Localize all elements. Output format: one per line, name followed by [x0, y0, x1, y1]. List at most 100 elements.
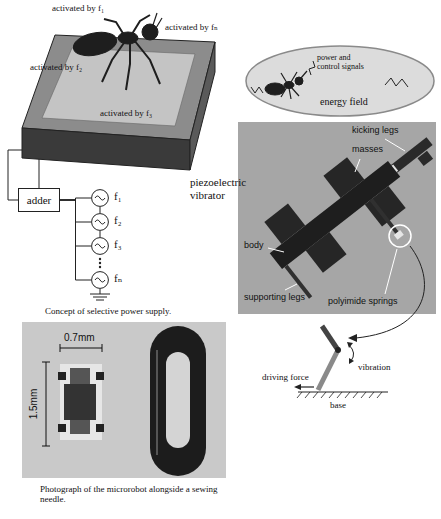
dot [99, 266, 101, 268]
robot-body [64, 384, 96, 420]
plate-side [190, 42, 215, 170]
ant-leg [126, 42, 130, 90]
oscillator-circle [92, 272, 109, 289]
dimension-line [42, 362, 50, 446]
part-label: body [244, 240, 264, 250]
ant-leg [132, 15, 150, 34]
ant-legs [102, 13, 162, 90]
robot-structure [253, 122, 436, 307]
part-label: activated by f₃ [100, 108, 152, 118]
sine-symbol [95, 244, 105, 248]
part-label: activated by f₁ [52, 3, 104, 13]
leg-upper [322, 326, 338, 350]
leader-lines [268, 139, 405, 294]
sine-symbol [95, 278, 105, 282]
part-label: supporting legs [244, 292, 305, 302]
arrowhead [347, 342, 353, 348]
block-label: adder [27, 194, 51, 207]
spring [394, 230, 404, 240]
curved-arrow [356, 246, 424, 338]
microrobot [58, 364, 104, 440]
kicking-leg [391, 137, 433, 173]
plate-front [22, 128, 190, 170]
signal-zigzag [251, 87, 263, 93]
ant-leg [291, 87, 299, 96]
plate-inner [42, 48, 195, 126]
dimension-line [60, 344, 102, 352]
arrowhead [348, 334, 357, 342]
ant-antenna [156, 18, 162, 28]
photo-ground [238, 122, 436, 314]
mass-block [306, 232, 347, 273]
figure-caption: Photograph of the microrobot alongside a… [40, 484, 220, 505]
mass-block [323, 157, 364, 198]
signal-wire [60, 200, 91, 280]
ant-leg [102, 40, 126, 82]
ant-abdomen [265, 83, 285, 95]
robot-part [70, 420, 90, 434]
ground-symbol [90, 294, 110, 300]
part-label: kicking legs [352, 125, 399, 135]
needle-photo [22, 322, 226, 478]
ant-leg [291, 72, 297, 82]
oscillator-circle [92, 238, 109, 255]
oscillator-outline [91, 213, 109, 231]
signal-note: power and control signals [317, 53, 375, 71]
leg-diagram [294, 246, 424, 398]
oscillator-outline [91, 237, 109, 255]
oscillator-symbol: f₃ [91, 237, 109, 255]
ant-abdomen [71, 29, 119, 60]
oscillator-circle [92, 190, 109, 207]
arrowhead [349, 358, 354, 364]
dimension-label: 0.7mm [64, 332, 95, 344]
signal-zigzag [309, 61, 315, 75]
field-label: energy field [320, 96, 368, 108]
plate-top [22, 35, 215, 140]
leader-line [268, 248, 284, 252]
ant-leg [104, 19, 124, 35]
oscillator-outline [91, 271, 109, 289]
photo-ground [22, 322, 226, 478]
supporting-leg [370, 198, 400, 234]
ant-figure [71, 13, 162, 90]
robot-frame [60, 364, 102, 440]
ant-leg [281, 73, 287, 83]
highlight-circle [389, 225, 411, 247]
needle-eye [166, 352, 190, 448]
sine-symbol [95, 220, 105, 224]
part-label: polyimide springs [328, 296, 398, 306]
ant-leg [301, 71, 307, 78]
wire [39, 159, 40, 188]
leader-line [285, 284, 297, 290]
robot-leg [96, 372, 104, 380]
leader-line [355, 159, 360, 172]
circuit-wires [8, 150, 110, 300]
ant-figure [265, 71, 307, 99]
ant-head [295, 77, 303, 85]
ant-leg [289, 88, 291, 99]
part-label: piezoelectric vibrator [190, 176, 270, 201]
leader-line [385, 139, 405, 151]
robot-part [70, 368, 90, 384]
ant-head [142, 24, 158, 40]
part-label: base [330, 400, 346, 410]
leg-mass [417, 151, 433, 166]
part-label: activated by fₙ [165, 22, 218, 32]
ant-leg [134, 40, 160, 84]
signal-zigzag [385, 78, 408, 87]
ant-antenna [153, 13, 157, 25]
ant-leg [281, 87, 287, 97]
sine-symbol [95, 196, 105, 200]
base-hatch [297, 392, 382, 398]
part-label: masses [352, 144, 383, 154]
oscillator-circle [92, 214, 109, 231]
oscillator-outline [91, 189, 109, 207]
leader-line [385, 249, 397, 294]
robot-leg [58, 372, 66, 380]
robot-photo [238, 111, 441, 314]
g-part [253, 122, 436, 307]
oscillator-symbol: f₁ [91, 189, 109, 207]
